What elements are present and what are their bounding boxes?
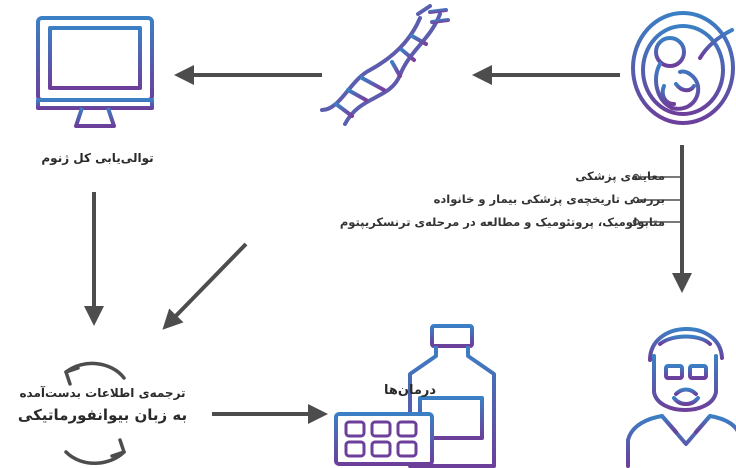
fetus-icon xyxy=(631,11,735,125)
arrow-bullets-to-translation xyxy=(162,242,248,330)
bullet-item: متابولومیک، پروتئومیک و مطالعه در مرحله‌… xyxy=(339,215,665,229)
dna-icon xyxy=(320,4,450,126)
wgs-label: توالی‌یابی کل ژنوم xyxy=(41,151,154,165)
bullet-connectors xyxy=(632,173,682,226)
treatments-label: درمان‌ها xyxy=(383,383,437,398)
computer-monitor-icon xyxy=(36,16,154,130)
bullet-item: بررسی تاریخچه‌ی پزشکی بیمار و خانواده xyxy=(433,192,665,206)
bullet-item: معاینه‌ی پزشکی xyxy=(575,169,665,183)
doctor-icon xyxy=(626,327,736,468)
bullet-list: معاینه‌ی پزشکی بررسی تاریخچه‌ی پزشکی بیم… xyxy=(250,165,665,234)
cycle-arrows-icon xyxy=(64,361,126,465)
translation-label-line2: به زبان بیوانفورماتیکی xyxy=(17,406,188,424)
medicine-bottle-icon xyxy=(408,324,496,468)
translation-label-line1: ترجمه‌ی اطلاعات بدست‌آمده xyxy=(19,386,186,400)
pill-blister-icon xyxy=(334,412,434,466)
